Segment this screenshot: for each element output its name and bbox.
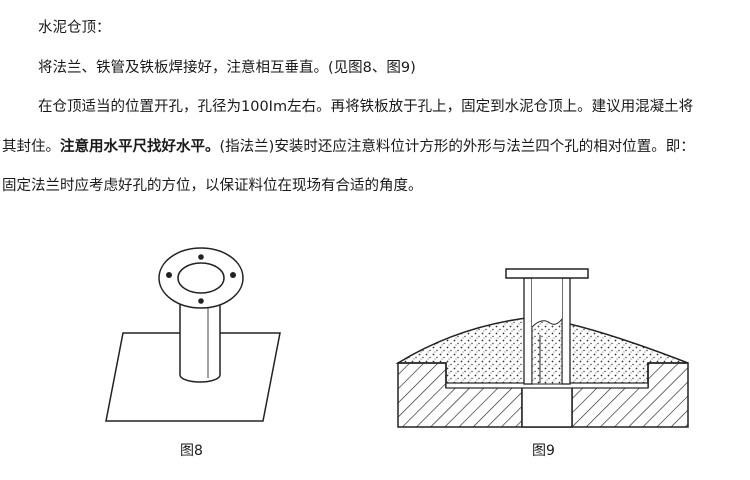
figure-9-silo-roof-section [395,268,689,428]
paragraph-2-line-3: 固定法兰时应考虑好孔的方位，以保证料位在现场有合适的角度。 [2,178,423,194]
pipe-fill-cutaway [531,317,563,385]
paragraph-2-line-1: 在仓顶适当的位置开孔，孔径为100Im左右。再将铁板放于孔上，固定到水泥仓顶上。… [38,99,694,115]
flange-bolt-holes [166,254,236,304]
paragraph-2-line-2-end: (指法兰)安装时还应注意料位计方形的外形与法兰四个孔的相对位置。即： [219,139,695,155]
roof-hole [521,386,573,428]
section-heading: 水泥仓顶： [38,20,111,36]
figure-8-flange-plate-diagram [105,247,281,422]
figure-8-caption: 图8 [180,443,203,459]
paragraph-2-line-2: 其封住。注意用水平尺找好水平。(指法兰)安装时还应注意料位计方形的外形与法兰四个… [2,137,695,157]
flange [505,268,589,279]
flange-center-hole [177,262,225,294]
paragraph-2-line-2-start: 其封住。 [2,139,60,155]
figure-9-caption: 图9 [532,443,555,459]
iron-pipe [179,294,221,383]
pipe-wall-right [561,277,571,385]
pipe-wall-left [523,277,533,385]
paragraph-1: 将法兰、铁管及铁板焊接好，注意相互垂直。(见图8、图9) [38,60,416,76]
paragraph-2-bold-note: 注意用水平尺找好水平。 [60,139,220,155]
